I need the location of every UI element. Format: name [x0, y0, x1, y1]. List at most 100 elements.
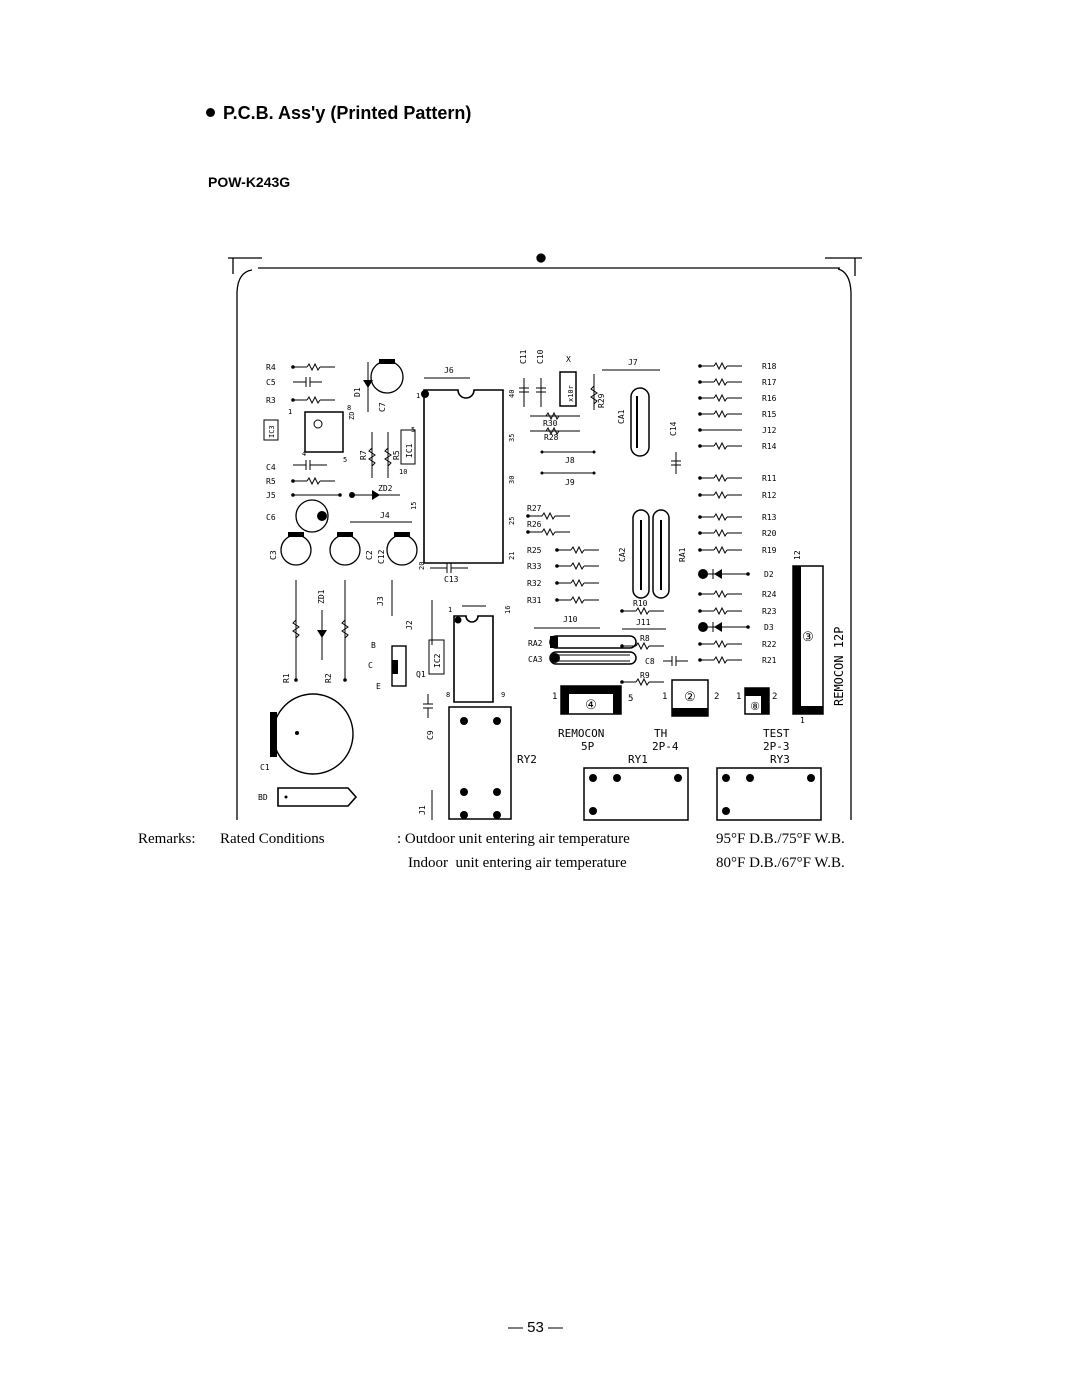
svg-text:25: 25 [508, 517, 516, 525]
label-remocon-5p-1: REMOCON [558, 727, 604, 740]
label-R25: R25 [527, 546, 542, 555]
label-remocon-12p: REMOCON 12P [832, 627, 846, 706]
left-cluster: R4 C5 R3 IC3 14 85 C4 R5 J5 C6 C3 C2 C12 [258, 359, 445, 807]
relay-ry2: RY2 J1 [418, 706, 537, 820]
label-C10: C10 [536, 349, 545, 364]
svg-text:1: 1 [552, 692, 557, 702]
label-R22: R22 [762, 640, 777, 649]
center-cluster: C11 C10 X x10r R29 R30 R28 J8 J9 R27 R26… [519, 349, 637, 753]
label-R4: R4 [266, 363, 276, 372]
label-J3: J3 [376, 596, 385, 606]
label-B: B [371, 641, 376, 650]
label-R12: R12 [762, 491, 777, 500]
svg-text:1: 1 [736, 692, 741, 702]
label-J4: J4 [380, 511, 390, 520]
label-R16: R16 [762, 394, 777, 403]
label-R5: R5 [266, 477, 276, 486]
label-R29: R29 [597, 393, 606, 408]
label-R26: R26 [527, 520, 542, 529]
svg-text:15: 15 [410, 502, 418, 510]
svg-text:4: 4 [302, 450, 306, 458]
label-R13: R13 [762, 513, 777, 522]
label-RY2: RY2 [517, 753, 537, 766]
label-R3: R3 [266, 396, 276, 405]
label-R9: R9 [640, 671, 650, 680]
label-circ4: ④ [585, 698, 597, 713]
label-C7: C7 [378, 402, 387, 412]
label-C6: C6 [266, 513, 276, 522]
label-R19: R19 [762, 546, 777, 555]
svg-text:12: 12 [793, 550, 802, 560]
title-text: P.C.B. Ass'y (Printed Pattern) [223, 103, 472, 123]
remarks-rated: Rated Conditions [220, 831, 325, 847]
bullet-icon [206, 107, 215, 117]
label-R14: R14 [762, 442, 777, 451]
label-C9: C9 [426, 730, 435, 740]
label-R21: R21 [762, 656, 777, 665]
label-R23: R23 [762, 607, 777, 616]
label-C8: C8 [645, 657, 655, 666]
svg-text:8: 8 [347, 404, 351, 412]
model-name: POW-K243G [208, 174, 291, 190]
label-C13: C13 [444, 575, 459, 584]
svg-text:21: 21 [508, 552, 516, 560]
label-C12: C12 [377, 549, 386, 564]
label-R33: R33 [527, 562, 542, 571]
svg-text:5: 5 [628, 694, 633, 704]
label-IC1: IC1 [405, 443, 414, 458]
label-BD: BD [258, 793, 268, 802]
svg-text:1: 1 [288, 408, 292, 416]
label-R11: R11 [762, 474, 777, 483]
svg-text:1: 1 [416, 392, 420, 400]
label-circ3: ③ [802, 630, 814, 645]
label-C4: C4 [266, 463, 276, 472]
svg-text:1: 1 [800, 716, 805, 725]
relay-ry3: RY3 [716, 753, 822, 821]
label-C2: C2 [365, 550, 374, 560]
label-th-1: TH [654, 727, 667, 740]
label-J1: J1 [418, 805, 427, 815]
svg-text:ZD: ZD [348, 412, 356, 420]
label-C1: C1 [260, 763, 270, 772]
svg-text:40: 40 [508, 390, 516, 398]
page-title: P.C.B. Ass'y (Printed Pattern) [206, 103, 471, 124]
label-ZD1: ZD1 [317, 589, 326, 604]
label-Q1: Q1 [416, 670, 426, 679]
label-J7: J7 [628, 358, 638, 367]
label-ZD2: ZD2 [378, 484, 393, 493]
label-C: C [368, 661, 373, 670]
label-RA1: RA1 [678, 547, 687, 562]
remocon-12p-connector: 12 ③ 1 REMOCON 12P [792, 550, 846, 725]
label-C14: C14 [669, 421, 678, 436]
label-C5: C5 [266, 378, 276, 387]
right-resistor-column: R18 R17 R16 R15 J12 R14 R11 R12 R13 R20 … [697, 362, 777, 665]
remarks-outdoor: : Outdoor unit entering air temperature [397, 831, 630, 847]
svg-text:x10r: x10r [567, 385, 575, 402]
label-R8: R8 [640, 634, 650, 643]
label-D2: D2 [764, 570, 774, 579]
label-R7: R7 [359, 450, 368, 460]
remarks-indoor-value: 80°F D.B./67°F W.B. [716, 855, 845, 871]
label-R1: R1 [282, 673, 291, 683]
label-C3: C3 [269, 550, 278, 560]
label-J9: J9 [565, 478, 575, 487]
svg-text:1: 1 [448, 606, 452, 614]
label-IC3: IC3 [268, 425, 276, 438]
label-J10: J10 [563, 615, 578, 624]
main-ic: J6 1 40 35 30 25 21 C13 [416, 366, 516, 584]
board-outline [228, 253, 862, 820]
label-RY3: RY3 [770, 753, 790, 766]
label-RA2: RA2 [528, 639, 543, 648]
label-R2: R2 [324, 673, 333, 683]
label-R24: R24 [762, 590, 777, 599]
label-R32: R32 [527, 579, 542, 588]
label-R17: R17 [762, 378, 777, 387]
label-circ2: ② [684, 690, 696, 705]
label-R27: R27 [527, 504, 542, 513]
label-R31: R31 [527, 596, 542, 605]
svg-text:2: 2 [772, 692, 777, 702]
label-circ8: ⑧ [750, 700, 760, 713]
label-R15: R15 [762, 410, 777, 419]
label-CA3: CA3 [528, 655, 543, 664]
